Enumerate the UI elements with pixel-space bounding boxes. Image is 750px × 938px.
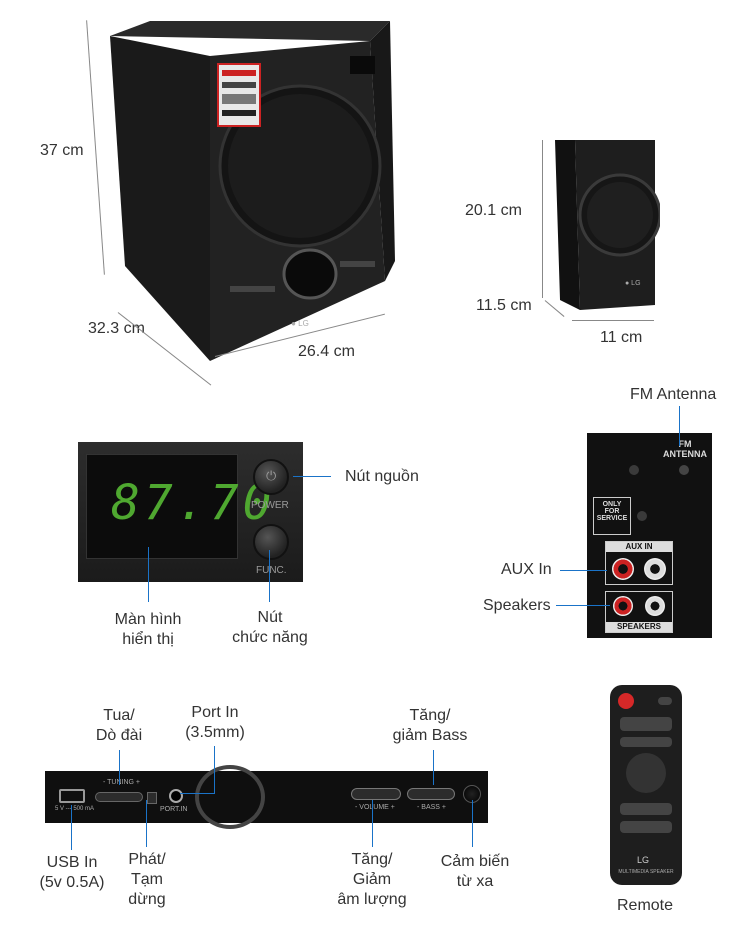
sat-width-label: 11 cm [600,329,643,346]
callout-line-tuning [119,750,120,785]
callout-line-volume [372,800,373,847]
power-button[interactable]: ⏻ [253,459,289,495]
usb-port[interactable] [59,789,85,803]
callout-line-function [269,550,270,602]
remote-control-image: LG MULTIMEDIA SPEAKER [610,685,682,885]
sat-height-line [542,140,543,298]
callout-speakers: Speakers [483,597,551,614]
aux-jack-red[interactable] [612,558,634,580]
callout-tuning: Tua/ Dò đài [95,707,143,744]
sat-height-label: 20.1 cm [465,202,522,219]
callout-line-speakers [556,605,610,606]
remote-button-row2[interactable] [620,737,672,747]
remote-power-button[interactable] [618,693,634,709]
power-icon: ⏻ [266,468,277,483]
port-in-jack[interactable] [169,789,183,803]
callout-line-port-in-h [180,793,215,794]
port-ring [195,765,265,829]
power-button-label: POWER [251,500,289,511]
screw-top [629,465,639,475]
rear-panel-image: FM ANTENNA ONLY FOR SERVICE AUX IN SPEAK… [587,433,712,638]
callout-line-usb [71,805,72,850]
port-in-text: PORT.IN [160,806,188,813]
remote-button-row3[interactable] [620,803,672,815]
aux-in-header: AUX IN [606,542,672,552]
callout-line-fm [679,406,680,446]
volume-text: - VOLUME + [355,804,395,811]
aux-jack-white[interactable] [644,558,666,580]
callout-line-power [293,476,331,477]
bass-rocker[interactable] [407,788,455,800]
subwoofer-image: ● LG [100,16,400,366]
remote-dpad[interactable] [626,753,666,793]
usb-rating-text: 5 V --- 500 mA [55,806,95,812]
callout-usb: USB In (5v 0.5A) [39,854,105,891]
callout-line-sensor [472,800,473,847]
front-strip-image: 5 V --- 500 mA - TUNING + PORT.IN - VOLU… [45,765,488,829]
service-box: ONLY FOR SERVICE [593,497,631,535]
aux-in-block: AUX IN [605,541,673,585]
callout-fm-antenna: FM Antenna [630,386,717,403]
callout-line-bass [433,750,434,785]
callout-volume: Tăng/ Giảm âm lượng [337,851,407,908]
tuning-text: - TUNING + [103,779,141,786]
play-pause-button[interactable] [147,792,157,804]
callout-bass: Tăng/ giảm Bass [392,707,468,744]
sat-width-line [572,320,654,321]
callout-function: Nút chức năng [232,609,308,646]
func-button[interactable] [253,524,289,560]
remote-lg-logo: LG [637,855,650,865]
callout-power: Nút nguồn [345,468,419,485]
display-panel-image: 87.70 ⏻ POWER FUNC. [78,442,303,582]
screw-mid [637,511,647,521]
remote-footer: MULTIMEDIA SPEAKER [618,869,674,875]
svg-text:● LG: ● LG [625,280,641,287]
callout-port-in: Port In (3.5mm) [185,704,245,741]
callout-display: Màn hình hiển thị [114,611,182,648]
display-screen [86,454,238,559]
callout-line-aux [560,570,607,571]
display-readout: 87.70 [111,475,276,531]
svg-text:● LG: ● LG [291,319,309,328]
fm-antenna-text: FM ANTENNA [663,439,707,459]
sat-depth-label: 11.5 cm [476,297,532,314]
sub-depth-label: 32.3 cm [88,320,145,337]
sub-height-label: 37 cm [40,142,84,159]
callout-sensor: Cảm biến từ xa [440,853,510,890]
callout-line-play [146,800,147,847]
func-button-label: FUNC. [256,565,287,576]
tuning-rocker[interactable] [95,792,143,802]
remote-button-row1[interactable] [620,717,672,731]
speaker-jack-white[interactable] [645,596,665,616]
remote-button-row4[interactable] [620,821,672,833]
remote-caption: Remote [617,897,674,914]
remote-func-button[interactable] [658,697,672,705]
callout-play: Phát/ Tạm dừng [128,851,166,908]
speakers-block: SPEAKERS [605,591,673,633]
callout-line-port-in [214,746,215,794]
callout-line-display [148,547,149,602]
fm-antenna-jack [679,465,689,475]
bass-text: - BASS + [417,804,446,811]
satellite-speaker-image: ● LG [550,135,662,315]
speakers-header: SPEAKERS [606,622,672,632]
sub-width-label: 26.4 cm [298,343,355,360]
speaker-jack-red[interactable] [613,596,633,616]
volume-rocker[interactable] [351,788,401,800]
callout-aux-in: AUX In [501,561,552,578]
